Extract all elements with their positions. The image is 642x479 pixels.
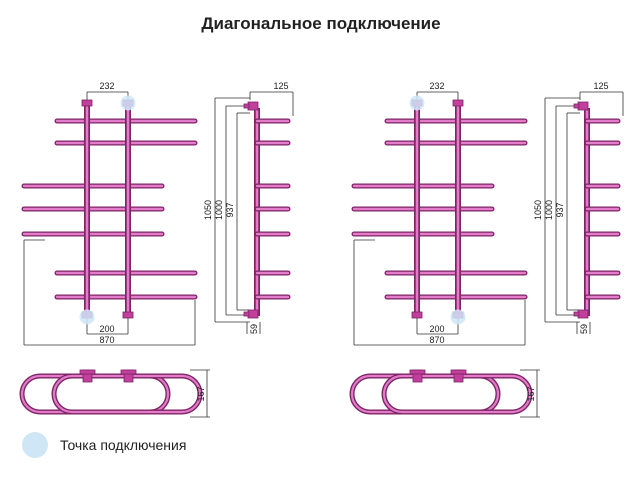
- dim-width: 870: [99, 335, 114, 345]
- dim-bottom-spacing: 200: [429, 324, 444, 334]
- connection-point-bottom: [79, 309, 95, 325]
- dim-bottom-offset: 59: [249, 324, 259, 334]
- dim-depth: 125: [593, 81, 608, 91]
- dim-bottom-depth: 167: [526, 386, 536, 401]
- dim-bottom-depth: 167: [196, 386, 206, 401]
- page-title: Диагональное подключение: [201, 14, 441, 33]
- dim-bottom-offset: 59: [579, 324, 589, 334]
- connection-point-bottom: [450, 309, 466, 325]
- diagram-right: 232 125 1050 1000 937 59 200 870 167: [352, 81, 623, 417]
- dim-height-inner: 937: [555, 202, 565, 217]
- connection-point-legend-icon: [22, 432, 48, 458]
- dim-top-spacing: 232: [429, 81, 444, 91]
- dim-depth: 125: [273, 81, 288, 91]
- connection-point-top: [120, 95, 136, 111]
- legend-label: Точка подключения: [60, 437, 187, 453]
- dim-top-spacing: 232: [99, 81, 114, 91]
- dim-height-inner: 937: [225, 202, 235, 217]
- dim-width: 870: [429, 335, 444, 345]
- diagram-left: 232 125 1050 1000 937 59 200 870 167: [22, 81, 293, 417]
- dim-height-mid: 1000: [214, 200, 224, 220]
- connection-point-top: [409, 95, 425, 111]
- dim-height-outer: 1050: [533, 200, 543, 220]
- dim-height-outer: 1050: [203, 200, 213, 220]
- dim-height-mid: 1000: [544, 200, 554, 220]
- dim-bottom-spacing: 200: [99, 324, 114, 334]
